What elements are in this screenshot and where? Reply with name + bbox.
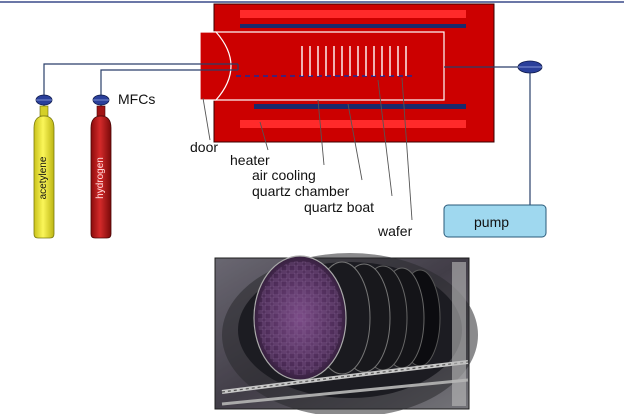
quartz-boat-label: quartz boat: [304, 199, 375, 215]
wafer-label: wafer: [378, 223, 413, 239]
callout-lines: [202, 77, 413, 221]
mfcs-label: MFCs: [118, 91, 156, 107]
door-callout: [202, 97, 211, 141]
heater-label: heater: [230, 152, 270, 168]
wafers: [301, 46, 407, 76]
acetylene-cylinder: [33, 105, 55, 239]
hydrogen-cylinder: [90, 105, 112, 239]
hydrogen-label: hydrogen: [95, 157, 106, 199]
furnace-photo: [214, 253, 478, 414]
heater-top-band: [240, 10, 466, 18]
pump-box: [443, 204, 547, 238]
heater-bottom-band: [240, 120, 466, 128]
door-label: door: [190, 139, 219, 155]
furnace: [199, 3, 495, 143]
acetylene-label: acetylene: [38, 156, 49, 200]
quartz-chamber-label: quartz chamber: [252, 183, 350, 199]
air-cooling-top-bar: [240, 24, 466, 28]
pump-label: pump: [474, 214, 510, 230]
valves: [35, 60, 543, 106]
heater-callout: [259, 121, 269, 151]
air-cooling-label: air cooling: [252, 167, 316, 183]
air-cooling-bottom-bar: [254, 104, 466, 109]
